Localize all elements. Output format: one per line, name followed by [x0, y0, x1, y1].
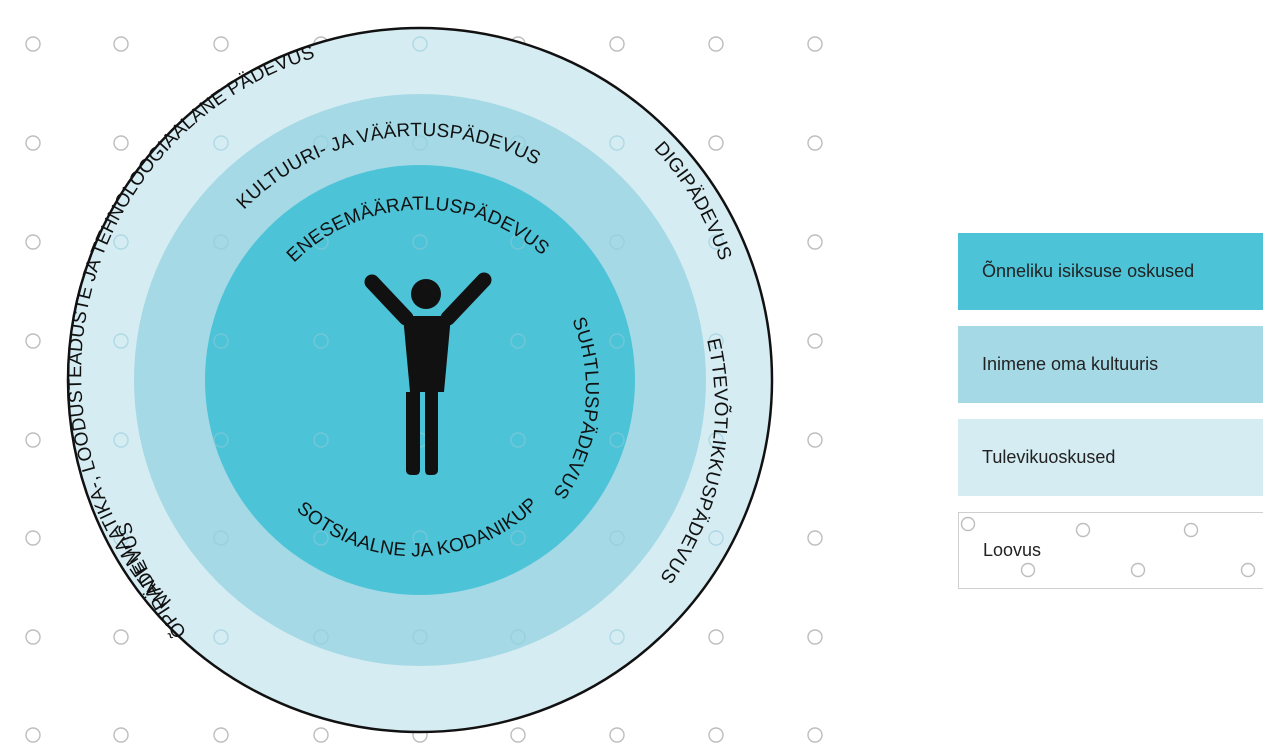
- pattern-dot: [213, 333, 229, 349]
- dot-pattern-swatch: [960, 516, 1256, 578]
- pattern-dot: [807, 530, 823, 546]
- pattern-dot: [25, 36, 41, 52]
- pattern-dot: [510, 135, 526, 151]
- pattern-dot: [213, 36, 229, 52]
- pattern-dot: [609, 135, 625, 151]
- pattern-dot: [807, 333, 823, 349]
- pattern-dot: [708, 530, 724, 546]
- pattern-dot: [708, 234, 724, 250]
- pattern-dot: [313, 333, 329, 349]
- pattern-dot: [213, 135, 229, 151]
- pattern-dot: [807, 135, 823, 151]
- pattern-dot: [113, 333, 129, 349]
- pattern-dot: [213, 727, 229, 743]
- pattern-dot: [313, 530, 329, 546]
- pattern-dot: [412, 135, 428, 151]
- pattern-dot: [609, 530, 625, 546]
- pattern-dot: [25, 135, 41, 151]
- pattern-dot: [708, 333, 724, 349]
- pattern-dot: [313, 135, 329, 151]
- pattern-dot: [510, 629, 526, 645]
- pattern-dot: [113, 530, 129, 546]
- legend-label: Loovus: [983, 540, 1042, 560]
- pattern-dot: [609, 629, 625, 645]
- pattern-dot: [807, 727, 823, 743]
- pattern-dot: [25, 432, 41, 448]
- legend-label: Tulevikuoskused: [982, 447, 1116, 467]
- pattern-dot: [412, 530, 428, 546]
- pattern-dot: [113, 629, 129, 645]
- pattern-dot: [25, 333, 41, 349]
- pattern-dot: [313, 629, 329, 645]
- pattern-dot: [510, 333, 526, 349]
- pattern-dot: [213, 629, 229, 645]
- pattern-dot: [708, 36, 724, 52]
- pattern-dot: [510, 530, 526, 546]
- pattern-dot: [313, 432, 329, 448]
- pattern-dot: [412, 629, 428, 645]
- pattern-dot: [807, 234, 823, 250]
- pattern-dot: [213, 432, 229, 448]
- pattern-dot: [510, 432, 526, 448]
- pattern-dot: [25, 530, 41, 546]
- pattern-dot: [313, 727, 329, 743]
- pattern-dot: [708, 629, 724, 645]
- pattern-dot: [807, 629, 823, 645]
- pattern-dot: [510, 727, 526, 743]
- pattern-dot: [412, 234, 428, 250]
- pattern-dot: [807, 432, 823, 448]
- pattern-dot: [708, 432, 724, 448]
- legend-item-onneliku-isiksuse-oskused: Õnneliku isiksuse oskused: [958, 233, 1263, 310]
- pattern-dot: [25, 727, 41, 743]
- pattern-dot: [609, 333, 625, 349]
- pattern-dot: [113, 135, 129, 151]
- pattern-dot: [609, 432, 625, 448]
- pattern-dot: [708, 135, 724, 151]
- legend-label: Õnneliku isiksuse oskused: [982, 261, 1195, 281]
- pattern-dot: [213, 234, 229, 250]
- legend-item-inimene-oma-kultuuris: Inimene oma kultuuris: [958, 326, 1263, 403]
- pattern-dot: [213, 530, 229, 546]
- pattern-dot: [708, 727, 724, 743]
- legend-item-loovus: Loovus: [958, 512, 1263, 589]
- pattern-dot: [313, 234, 329, 250]
- pattern-dot: [609, 234, 625, 250]
- pattern-dot: [25, 629, 41, 645]
- pattern-dot: [113, 432, 129, 448]
- legend-item-tulevikuoskused: Tulevikuoskused: [958, 419, 1263, 496]
- person-arms-raised-icon: [364, 272, 492, 475]
- pattern-dot: [113, 727, 129, 743]
- pattern-dot: [609, 727, 625, 743]
- pattern-dot: [412, 36, 428, 52]
- pattern-dot: [807, 36, 823, 52]
- legend-label: Inimene oma kultuuris: [982, 354, 1159, 374]
- pattern-dot: [609, 36, 625, 52]
- pattern-dot: [25, 234, 41, 250]
- pattern-dot: [113, 234, 129, 250]
- pattern-dot: [510, 234, 526, 250]
- pattern-dot: [113, 36, 129, 52]
- legend: Õnneliku isiksuse oskused Inimene oma ku…: [958, 233, 1263, 605]
- competency-diagram: MATEMAATIKA-, LOODUSTEADUSTE JA TEHNOLOO…: [0, 0, 823, 743]
